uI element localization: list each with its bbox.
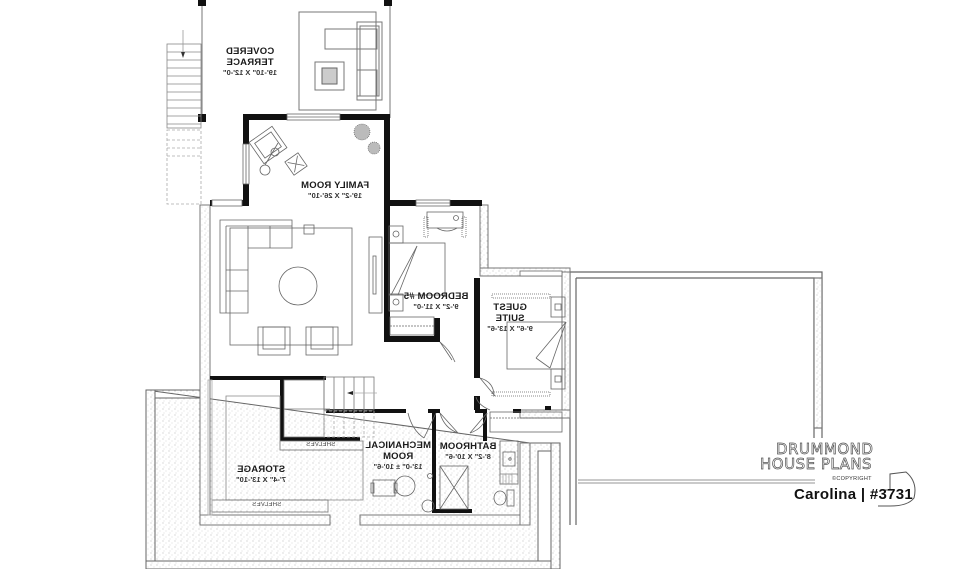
room-label-family-room: FAMILY ROOM 19'-2" X 26'-10" bbox=[295, 180, 375, 200]
storage-shelves bbox=[207, 379, 364, 516]
plant-icons bbox=[353, 123, 381, 155]
room-name: GUEST bbox=[493, 302, 527, 313]
family-room-furniture bbox=[219, 125, 383, 356]
room-name: COVERED bbox=[225, 46, 275, 57]
room-dimensions: 19'-10" X 12'-0" bbox=[222, 68, 278, 77]
shelves-label-upper: SHELVES bbox=[306, 442, 336, 448]
room-name: STORAGE bbox=[236, 464, 286, 475]
room-name: TERRACE bbox=[226, 57, 274, 68]
room-dimensions: 7'-4" X 13'-10" bbox=[236, 475, 286, 484]
plan-name-label: Carolina | #3731 bbox=[794, 486, 914, 503]
room-dimensions: 19'-2" X 26'-10" bbox=[307, 191, 363, 200]
room-label-bedroom5: BEDROOM #5 9'-2" X 11'-0" bbox=[400, 291, 472, 311]
drummond-d-logo bbox=[878, 471, 916, 507]
brand-line2: HOUSE PLANS bbox=[760, 455, 873, 474]
bathroom-fixtures bbox=[439, 440, 519, 510]
room-name: SUITE bbox=[495, 313, 525, 324]
room-name: ROOM bbox=[382, 451, 414, 462]
room-dimensions: 9'-2" X 11'-0" bbox=[413, 302, 459, 311]
mechanical-equipment bbox=[370, 396, 491, 513]
brand-copyright: ©COPYRIGHT bbox=[832, 476, 872, 482]
shelves-label-lower: SHELVES bbox=[252, 502, 282, 508]
room-name: BATHROOM bbox=[439, 441, 497, 452]
windows bbox=[211, 113, 563, 277]
room-label-guest-suite: GUEST SUITE 9'-6" X 13'-6" bbox=[480, 302, 540, 333]
covered-terrace bbox=[198, 0, 392, 122]
room-label-covered-terrace: COVERED TERRACE 19'-10" X 12'-0" bbox=[215, 46, 285, 77]
garage-outline bbox=[569, 271, 823, 525]
room-dimensions: 9'-6" X 13'-6" bbox=[487, 324, 533, 333]
guest-suite-furniture bbox=[479, 293, 567, 433]
room-name: FAMILY ROOM bbox=[300, 180, 370, 191]
room-label-storage: STORAGE 7'-4" X 13'-10" bbox=[228, 464, 294, 484]
room-name: MECHANICAL bbox=[365, 440, 431, 451]
room-label-bathroom: BATHROOM 8'-2" X 10'-6" bbox=[438, 441, 498, 461]
exterior-concrete-walls bbox=[199, 204, 571, 526]
room-dimensions: 13'-0" ± 10'-6" bbox=[373, 462, 423, 471]
brand-line1: DRUMMOND bbox=[776, 440, 874, 459]
room-dimensions: 8'-2" X 10'-6" bbox=[445, 452, 491, 461]
room-name: BEDROOM #5 bbox=[403, 291, 469, 302]
interior-stairs bbox=[283, 376, 377, 438]
bedroom5-furniture bbox=[388, 211, 467, 363]
terrace-stairs bbox=[166, 30, 202, 205]
room-label-mechanical: MECHANICAL ROOM 13'-0" ± 10'-6" bbox=[362, 440, 434, 471]
